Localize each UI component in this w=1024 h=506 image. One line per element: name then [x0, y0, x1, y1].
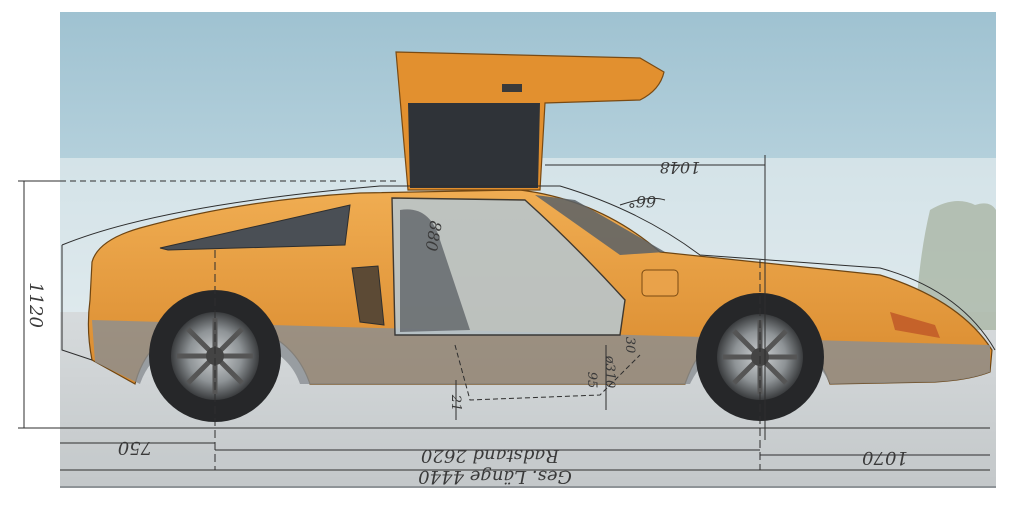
rear-wheel: [149, 290, 281, 422]
dim-wheelbase: Radstand 2620: [421, 445, 560, 466]
fuel-flap: [641, 269, 679, 297]
dim-roof-length: 1048: [660, 158, 701, 177]
door-inner-panel: [408, 103, 540, 188]
seat: [400, 209, 470, 332]
dim-ground-clearance: 21: [448, 394, 463, 412]
dim-overhang-front: 750: [118, 437, 152, 458]
dim-floor-b: 95: [584, 372, 599, 389]
front-indicator: [890, 312, 940, 338]
blueprint-lines: [18, 155, 996, 471]
windshield: [535, 195, 665, 255]
dim-floor-c: ø310: [602, 355, 617, 389]
dim-overall-length: Ges. Länge 4440: [418, 466, 572, 487]
lower-body: [92, 320, 990, 384]
dim-windshield-angle: 66°: [628, 192, 656, 211]
dim-height: 1120: [25, 282, 46, 328]
rear-side-window: [159, 204, 351, 251]
dim-overhang-rear: 1070: [862, 447, 908, 468]
dim-floor-a: 30: [622, 337, 637, 354]
side-intake: [351, 265, 385, 326]
door-handle: [502, 84, 522, 92]
